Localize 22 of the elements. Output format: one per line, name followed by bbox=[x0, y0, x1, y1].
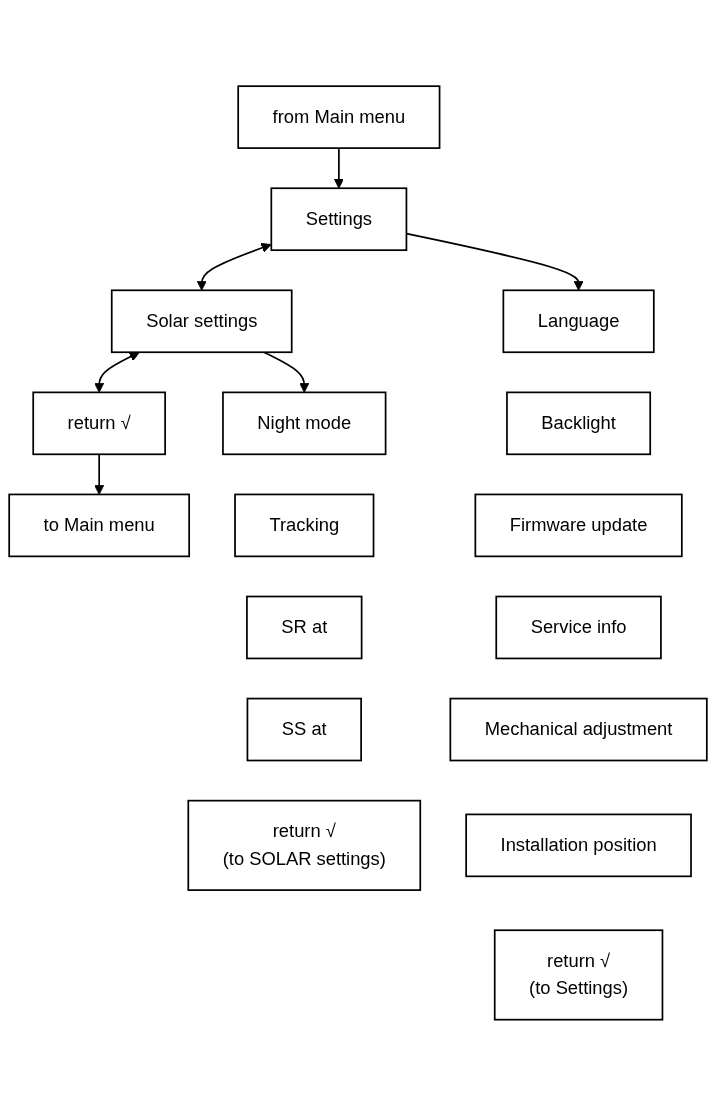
node-box: SR at bbox=[246, 595, 363, 660]
node-box: Backlight bbox=[506, 391, 652, 456]
arrow bbox=[196, 243, 272, 291]
arrow bbox=[333, 147, 344, 189]
node-box: Language bbox=[502, 289, 655, 354]
node-box: SS at bbox=[246, 697, 362, 762]
node-box: return √ (to SOLAR settings) bbox=[187, 799, 422, 891]
node-box: Tracking bbox=[234, 493, 375, 558]
node-box: from Main menu bbox=[237, 85, 441, 150]
arrow bbox=[94, 352, 140, 393]
node-box: Mechanical adjustment bbox=[449, 697, 708, 762]
arrow bbox=[263, 351, 310, 393]
node-box: Firmware update bbox=[474, 493, 683, 558]
arrow bbox=[94, 453, 105, 495]
node-box: return √ (to Settings) bbox=[493, 929, 664, 1021]
node-box: Settings bbox=[270, 187, 408, 252]
node-box: to Main menu bbox=[8, 493, 190, 558]
node-box: return √ bbox=[32, 391, 166, 456]
node-box: Night mode bbox=[222, 391, 387, 456]
node-box: Installation position bbox=[465, 813, 692, 878]
node-box: Solar settings bbox=[110, 289, 293, 354]
node-box: Service info bbox=[495, 595, 662, 660]
